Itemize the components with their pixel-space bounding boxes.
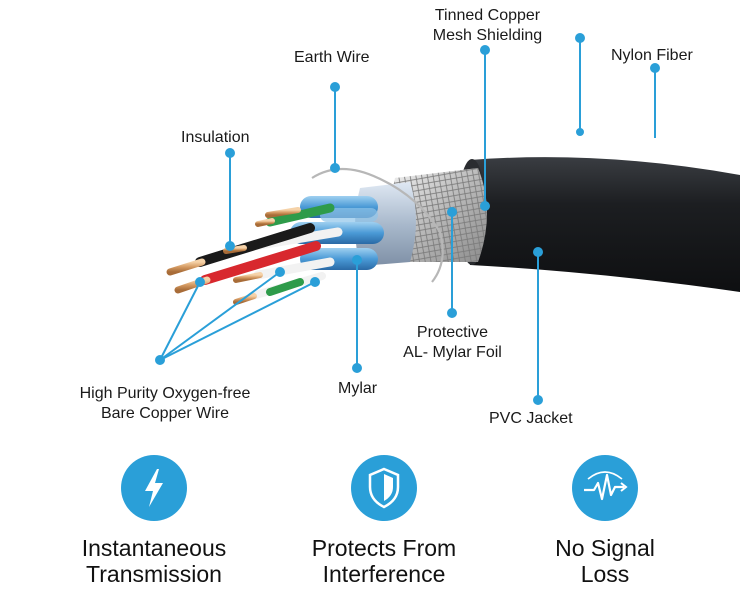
- conductors: [195, 203, 343, 300]
- earth-wire: [311, 168, 444, 283]
- label-protective-line1: Protective: [416, 324, 489, 341]
- shield-icon: [351, 455, 417, 521]
- label-high-purity-copper: High Purity Oxygen-free Bare Copper Wire: [60, 384, 270, 424]
- label-earth-wire: Earth Wire: [294, 49, 370, 66]
- label-tinned-copper-mesh: Tinned Copper Mesh Shielding: [415, 6, 560, 46]
- label-tinned-line2: Mesh Shielding: [432, 27, 543, 44]
- feature-1-line1: Instantaneous: [81, 535, 227, 561]
- label-hpo-line2: Bare Copper Wire: [100, 405, 230, 422]
- feature-2-line2: Interference: [322, 561, 446, 587]
- label-protective-foil: Protective AL- Mylar Foil: [385, 323, 520, 363]
- feature-3-line1: No Signal: [555, 535, 655, 561]
- feature-text-1: Instantaneous Transmission: [44, 535, 264, 587]
- feature-no-signal-loss: No Signal Loss: [495, 455, 715, 590]
- label-tinned-line1: Tinned Copper: [434, 7, 541, 24]
- label-nylon-fiber: Nylon Fiber: [611, 47, 693, 64]
- label-protective-line2: AL- Mylar Foil: [403, 344, 502, 361]
- label-hpo-line1: High Purity Oxygen-free: [79, 385, 251, 402]
- lightning-icon: [121, 455, 187, 521]
- feature-2-line1: Protects From: [311, 535, 457, 561]
- callout-lines: [155, 33, 660, 405]
- feature-text-3: No Signal Loss: [495, 535, 715, 587]
- feature-1-line2: Transmission: [86, 561, 222, 587]
- feature-3-line2: Loss: [580, 561, 630, 587]
- feature-protects: Protects From Interference: [274, 455, 494, 590]
- label-pvc-jacket: PVC Jacket: [489, 410, 573, 427]
- label-mylar: Mylar: [338, 380, 378, 397]
- cable-diagram: [155, 33, 740, 405]
- pvc-jacket: [464, 157, 740, 292]
- label-insulation: Insulation: [181, 129, 250, 146]
- feature-text-2: Protects From Interference: [274, 535, 494, 587]
- signal-wave-icon: [572, 455, 638, 521]
- feature-instantaneous: Instantaneous Transmission: [44, 455, 264, 590]
